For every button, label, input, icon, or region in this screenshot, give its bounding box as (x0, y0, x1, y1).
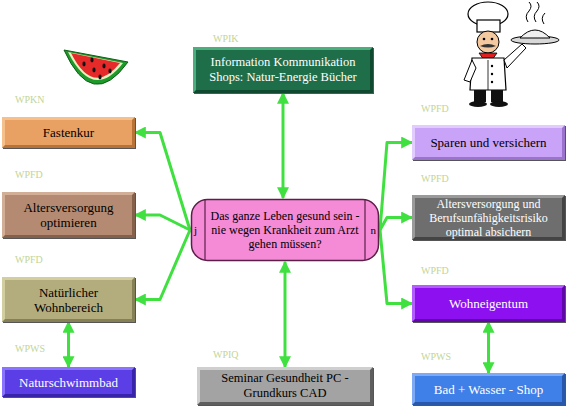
node-code: WPWS (421, 351, 451, 363)
topic-box: WPFDWohneigentum (412, 285, 565, 322)
connector-arrow (135, 133, 190, 231)
node-code: WPFD (421, 103, 449, 115)
central-question: Das ganze Leben gesund sein - nie wegen … (190, 198, 380, 262)
node-label: Information Kommunikation Shops: Natur-E… (196, 50, 370, 90)
node-label: Das ganze Leben gesund sein - nie wegen … (190, 198, 380, 262)
connector-arrow (380, 230, 412, 304)
node-label: Bad + Wasser - Shop (415, 376, 562, 402)
topic-box: WPFDAltersversorgung und Berufsunfähigke… (412, 195, 565, 240)
node-code: WPFD (421, 265, 449, 277)
info-box: WPIKInformation Kommunikation Shops: Nat… (193, 47, 373, 93)
connector-arrow (284, 262, 287, 367)
topic-box: WPWSBad + Wasser - Shop (412, 373, 565, 405)
yes-marker: j (194, 224, 197, 236)
watermelon-illustration (64, 50, 128, 84)
topic-box: WPFDAltersversorgung optimieren (2, 192, 135, 238)
node-code: WPKN (15, 94, 44, 106)
node-label: Fastenkur (5, 120, 132, 145)
connector-arrow (282, 93, 285, 198)
connector-arrow (67, 322, 70, 367)
node-code: WPFD (15, 254, 43, 266)
node-code: WPFD (15, 169, 43, 181)
node-code: WPWS (15, 343, 45, 355)
seminar-box: WPIQSeminar Gesundheit PC - Grundkurs CA… (197, 367, 373, 405)
connector-arrow (135, 215, 190, 230)
node-label: Wohneigentum (415, 288, 562, 319)
topic-box: WPWSNaturschwimmbad (2, 367, 135, 397)
connector-arrow (380, 143, 412, 231)
node-label: Altersversorgung optimieren (5, 195, 132, 235)
connector-arrow (135, 230, 190, 300)
topic-box: WPFDSparen und versichern (412, 125, 565, 160)
connector-arrow (380, 218, 412, 231)
no-marker: n (371, 224, 377, 236)
chef-illustration (464, 2, 559, 107)
node-label: Natürlicher Wohnbereich (5, 280, 132, 319)
node-label: Seminar Gesundheit PC - Grundkurs CAD (200, 370, 370, 402)
node-code: WPFD (421, 173, 449, 185)
node-label: Sparen und versichern (415, 128, 562, 157)
connector-arrow (487, 322, 490, 373)
topic-box: WPFDNatürlicher Wohnbereich (2, 277, 135, 322)
topic-box: WPKNFastenkur (2, 117, 135, 148)
node-code: WPIK (213, 33, 239, 45)
node-label: Naturschwimmbad (5, 370, 132, 394)
node-label: Altersversorgung und Berufsunfähigkeitsr… (415, 198, 562, 237)
node-code: WPIQ (213, 349, 239, 361)
